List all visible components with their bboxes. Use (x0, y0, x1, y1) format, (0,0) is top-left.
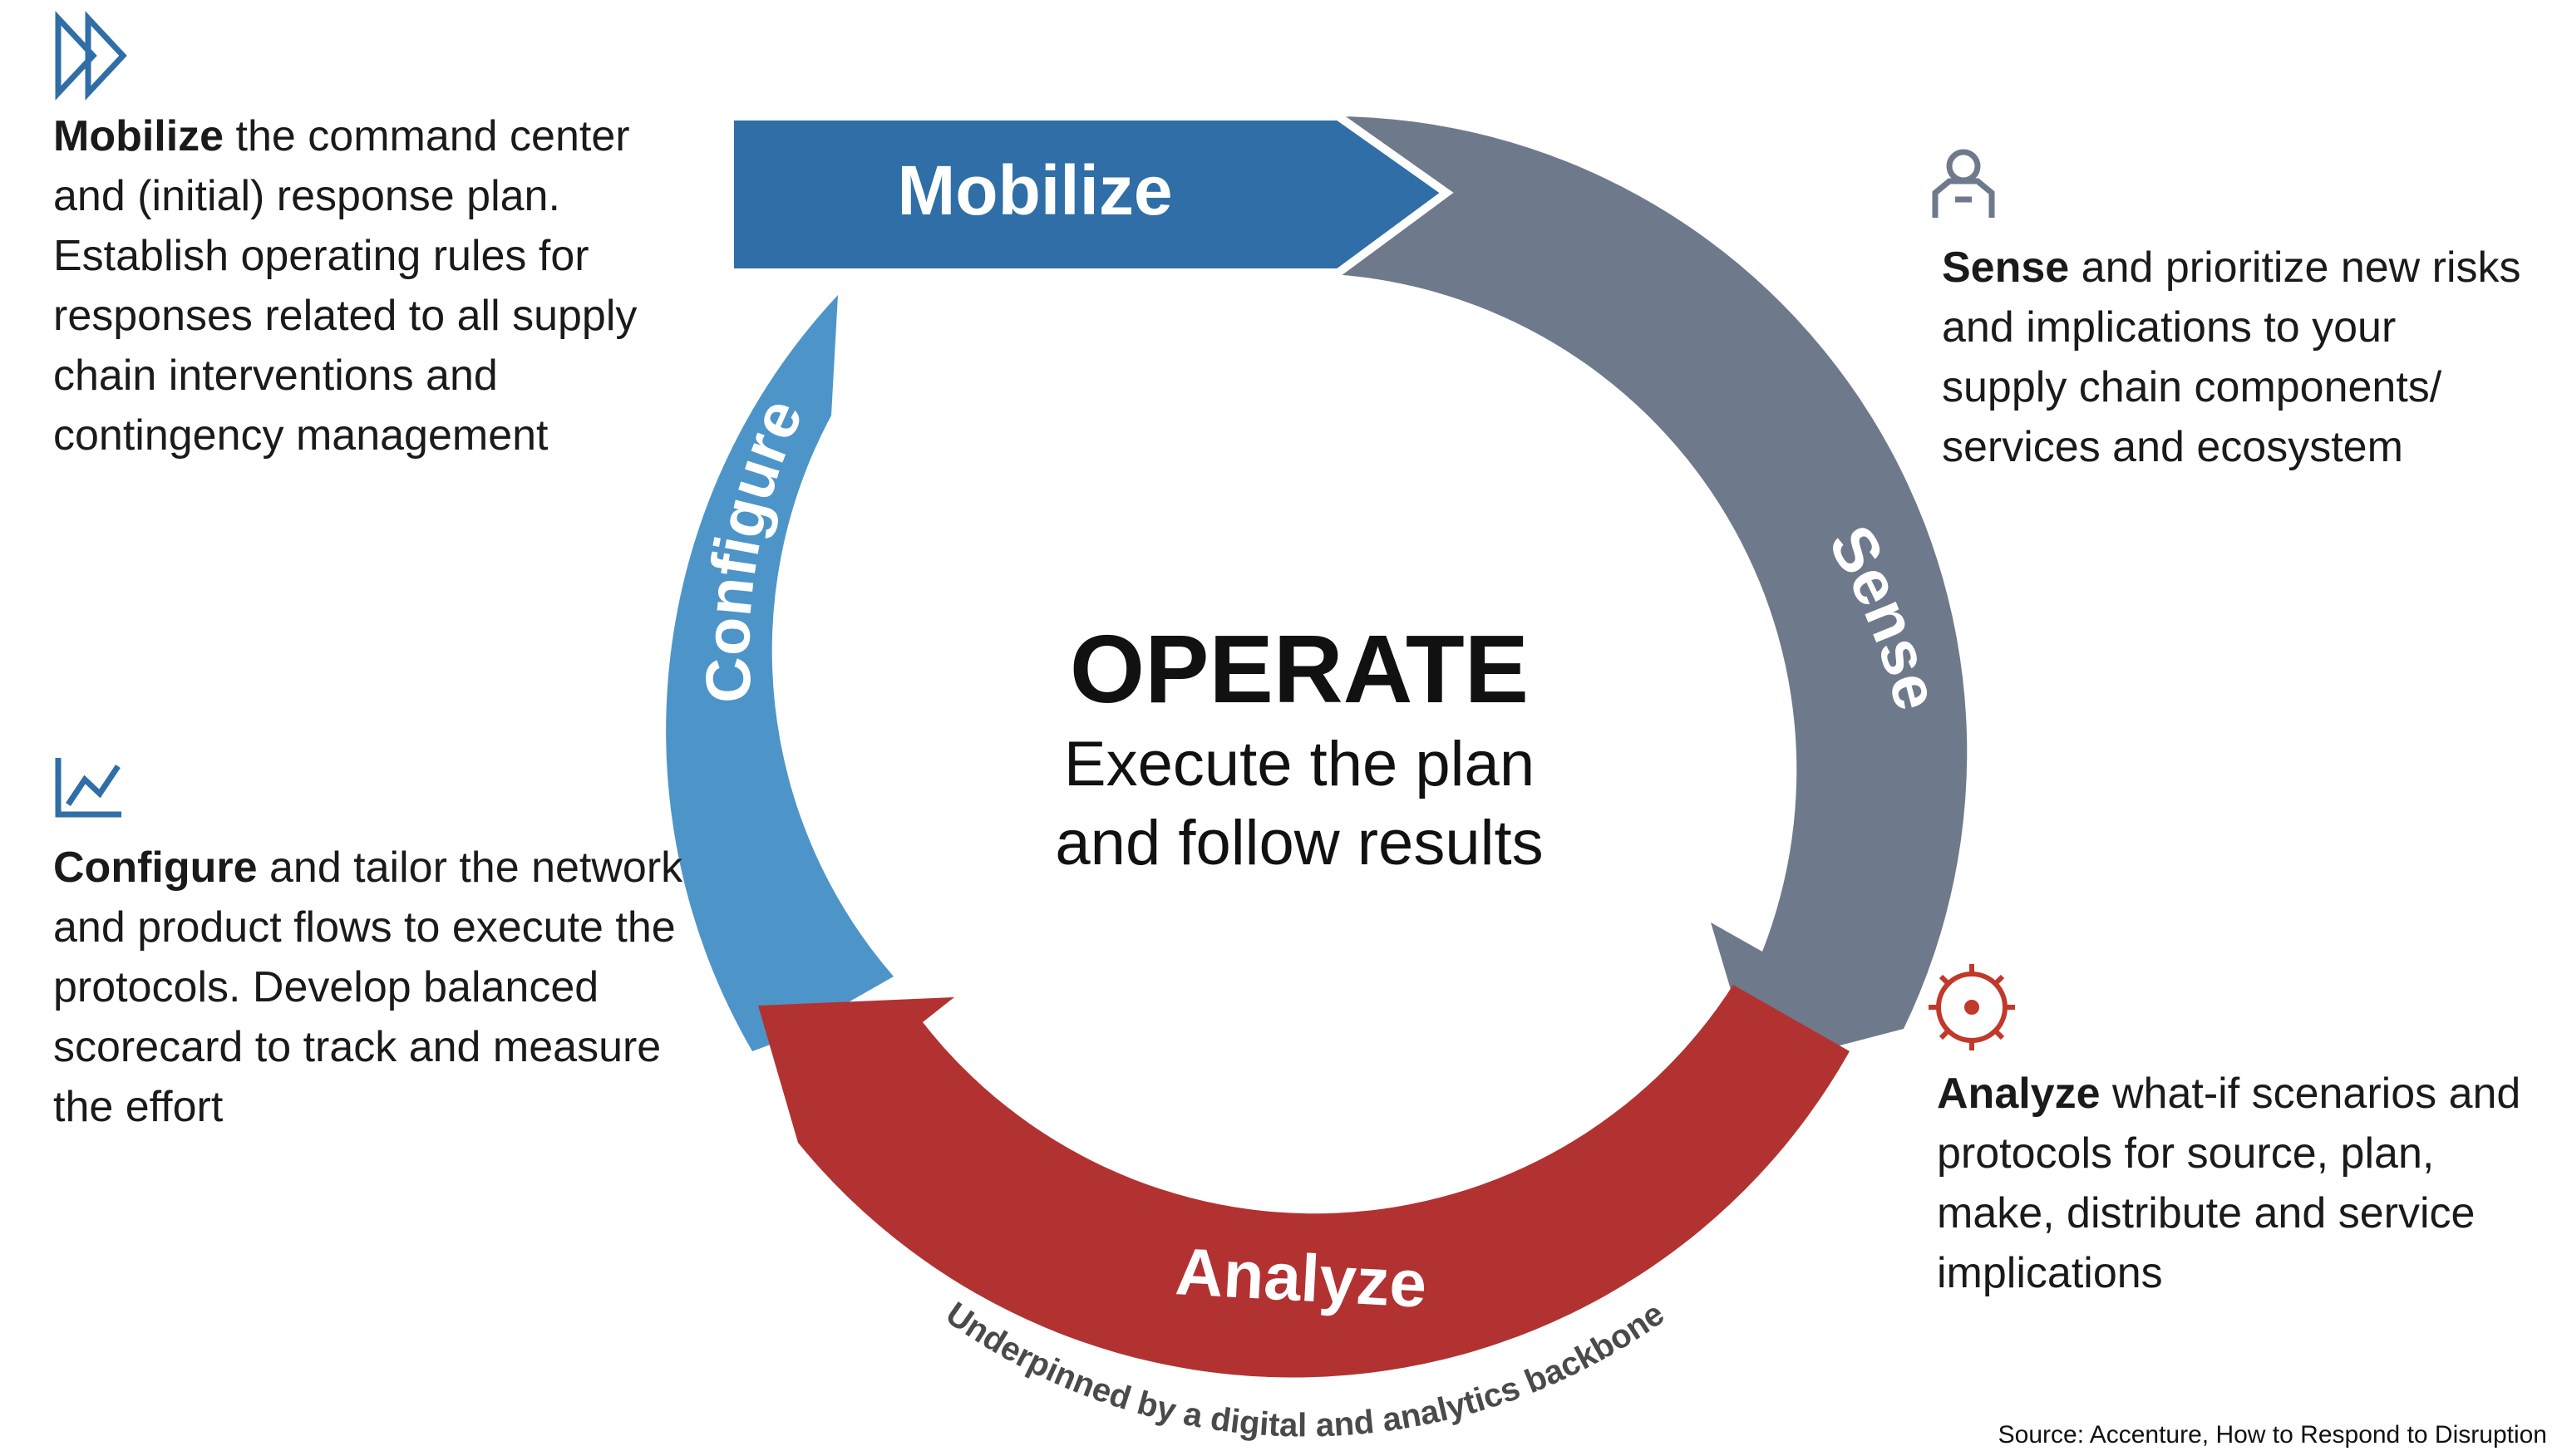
configure-description: Configure and tailor the network and pro… (53, 838, 718, 1137)
sense-description-text: and prioritize new risks and implication… (1942, 243, 2521, 471)
sense-description: Sense and prioritize new risks and impli… (1942, 238, 2524, 477)
center-subtitle-line2: and follow results (1055, 808, 1543, 878)
mobilize-label: Mobilize (897, 151, 1172, 229)
analyze-arc (758, 985, 1850, 1378)
analyze-description: Analyze what-if scenarios and protocols … (1937, 1064, 2544, 1303)
center-title: OPERATE (1070, 615, 1529, 723)
mobilize-description-bold: Mobilize (53, 112, 224, 160)
analyze-label: Analyze (1174, 1234, 1429, 1321)
sense-description-bold: Sense (1942, 243, 2070, 292)
configure-arc (666, 295, 894, 1051)
analyze-description-bold: Analyze (1937, 1070, 2101, 1118)
mobilize-arrow (726, 112, 1454, 277)
mobilize-description: Mobilize the command center and (initial… (53, 106, 702, 465)
mobilize-description-text: the command center and (initial) respons… (53, 112, 638, 460)
configure-description-bold: Configure (53, 844, 258, 892)
configure-description-text: and tailor the network and product flows… (53, 844, 683, 1131)
sense-arc (1333, 116, 1968, 1068)
source-note: Source: Accenture, How to Respond to Dis… (1998, 1421, 2547, 1449)
fast-forward-icon (55, 11, 127, 101)
person-icon (1932, 149, 1995, 218)
line-chart-icon (55, 758, 121, 818)
analyze-description-text: what-if scenarios and protocols for sour… (1937, 1070, 2521, 1297)
center-subtitle-line1: Execute the plan (1064, 729, 1535, 799)
gear-icon (1929, 964, 2015, 1050)
